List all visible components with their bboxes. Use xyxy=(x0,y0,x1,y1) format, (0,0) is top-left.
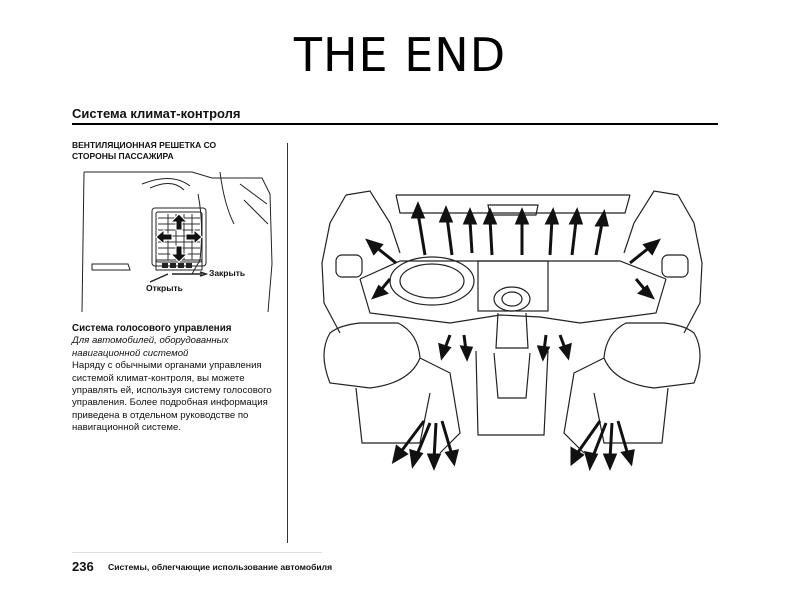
passenger-vent-illustration xyxy=(81,171,273,313)
vent-caption: ВЕНТИЛЯЦИОННАЯ РЕШЕТКА СО СТОРОНЫ ПАССАЖ… xyxy=(72,140,217,161)
voice-control-subtitle: Для автомобилей, оборудованных навигацио… xyxy=(72,335,229,359)
page-number: 236 xyxy=(72,559,94,574)
heading-rule xyxy=(72,123,718,125)
label-close: Закрыть xyxy=(209,268,246,278)
footer-rule xyxy=(72,552,322,553)
label-open: Открыть xyxy=(146,283,183,293)
voice-control-section: Система голосового управления Для автомо… xyxy=(72,323,284,435)
footer-chapter-title: Системы, облегчающие использование автом… xyxy=(108,562,333,572)
section-heading: Система климат-контроля xyxy=(72,106,241,121)
cabin-airflow-illustration xyxy=(321,190,703,472)
voice-control-title: Система голосового управления xyxy=(72,323,232,334)
slide-title: THE END xyxy=(293,28,507,82)
column-divider xyxy=(287,143,288,543)
voice-control-body: Наряду с обычными органами управления си… xyxy=(72,360,272,434)
